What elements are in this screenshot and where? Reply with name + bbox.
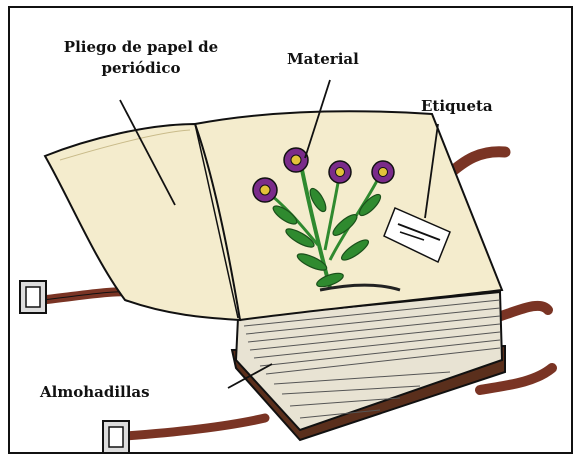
leader-almohadillas (227, 363, 273, 389)
label-material: Material (287, 50, 359, 68)
flower-4 (371, 160, 395, 184)
strap-right-top (442, 146, 511, 181)
leader-etiqueta (424, 123, 439, 219)
pads-stack (234, 290, 504, 432)
specimen-label-card (383, 207, 451, 264)
pads-stack-lines (243, 299, 501, 419)
plant (264, 159, 382, 289)
strap-right-side (490, 300, 553, 323)
flower-1 (283, 147, 309, 173)
leader-material (304, 79, 331, 159)
label-almohadillas: Almohadillas (40, 383, 150, 401)
flower-3 (328, 160, 352, 184)
right-page (193, 110, 504, 322)
strap-right-bottom (475, 363, 557, 395)
plant-root (319, 283, 401, 292)
leader-pliego (119, 99, 176, 206)
flower-2 (252, 177, 278, 203)
strap-bottom (120, 413, 270, 441)
left-page (43, 122, 242, 322)
label-etiqueta: Etiqueta (421, 97, 493, 115)
